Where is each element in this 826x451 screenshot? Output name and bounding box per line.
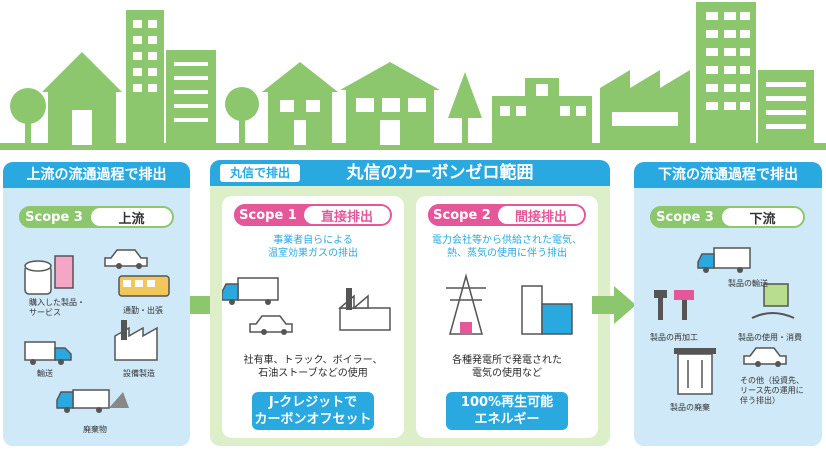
product-transport-label: 製品の輸送 (728, 278, 768, 289)
renewable-energy-button: 100%再生可能 エネルギー (446, 392, 568, 430)
scope1-label: Scope 1 (234, 204, 302, 226)
scope3-downstream-tag: Scope 3 下流 (650, 206, 805, 228)
upstream-panel: 上流の流通過程で排出 Scope 3 上流 (3, 162, 190, 446)
tree-icon (10, 88, 46, 145)
transport-label: 輸送 (37, 368, 53, 379)
truck-icon (222, 278, 278, 305)
tree-icon (225, 87, 259, 145)
garbage-truck-icon (57, 390, 129, 413)
car-icon (105, 250, 147, 269)
power-tower-icon (446, 276, 486, 334)
products-icon (25, 256, 73, 294)
scope-name: 上流 (91, 208, 172, 226)
car-icon (250, 316, 292, 335)
commute-label: 通勤・出張 (123, 305, 163, 316)
scope1-icons (222, 268, 404, 350)
emitted-by-marushin-badge: 丸信で排出 (220, 164, 300, 182)
scope2-label: Scope 2 (428, 204, 496, 226)
scope1-box: Scope 1 直接排出 事業者自らによる 温室効果ガスの排出 社有車、トラック… (222, 196, 404, 438)
scope2-sources: 各種発電所で発電された 電気の使用など (416, 354, 598, 380)
scope1-tag: Scope 1 直接排出 (234, 204, 392, 226)
city-skyline-illustration (0, 0, 826, 150)
scope1-name: 直接排出 (304, 206, 390, 224)
scope1-sources: 社有車、トラック、ボイラー、 石油ストーブなどの使用 (222, 354, 404, 380)
scope2-name: 間接排出 (498, 206, 584, 224)
scope1-description: 事業者自らによる 温室効果ガスの排出 (222, 234, 404, 260)
truck-icon (25, 342, 71, 365)
scope-label: Scope 3 (19, 206, 89, 228)
other-emissions-label: その他（投資先、 リース先の運用に 伴う排出） (740, 376, 804, 406)
trash-can-icon (674, 348, 716, 394)
boiler-factory-icon (340, 288, 390, 330)
tree-icon (448, 72, 482, 145)
truck-icon (698, 248, 750, 273)
tools-icon (654, 290, 694, 320)
scope-name: 下流 (722, 208, 803, 226)
purchased-products-label: 購入した製品・ サービス (29, 298, 85, 318)
waste-label: 廃棄物 (83, 424, 107, 435)
product-processing-label: 製品の再加工 (650, 332, 698, 343)
downstream-header: 下流の流通過程で排出 (634, 162, 822, 188)
scope2-tag: Scope 2 間接排出 (428, 204, 586, 226)
power-plant-icon (522, 286, 572, 334)
scope-label: Scope 3 (650, 206, 720, 228)
downstream-panel: 下流の流通過程で排出 Scope 3 下流 製 (634, 162, 822, 446)
product-hand-icon (752, 284, 794, 318)
factory-icon (600, 70, 690, 145)
car-icon (744, 348, 786, 367)
equipment-label: 設備製造 (123, 368, 155, 379)
scope2-icons (416, 268, 598, 350)
equipment-factory-icon (115, 320, 157, 360)
j-credit-offset-button: J-クレジットで カーボンオフセット (252, 392, 374, 430)
upstream-header: 上流の流通過程で排出 (3, 162, 190, 188)
flow-arrow-icon (592, 286, 636, 324)
scope2-description: 電力会社等から供給された電気、 熱、蒸気の使用に伴う排出 (416, 234, 598, 260)
scope2-box: Scope 2 間接排出 電力会社等から供給された電気、 熱、蒸気の使用に伴う排… (416, 196, 598, 438)
product-use-label: 製品の使用・消費 (738, 332, 802, 343)
train-icon (119, 276, 169, 296)
upstream-icons (3, 232, 190, 446)
middle-title: 丸信のカーボンゼロ範囲 (310, 161, 570, 185)
scope3-upstream-tag: Scope 3 上流 (19, 206, 174, 228)
product-disposal-label: 製品の廃棄 (670, 402, 710, 413)
marushin-scope-panel: 丸信で排出 丸信のカーボンゼロ範囲 Scope 1 直接排出 事業者自らによる … (210, 160, 610, 446)
